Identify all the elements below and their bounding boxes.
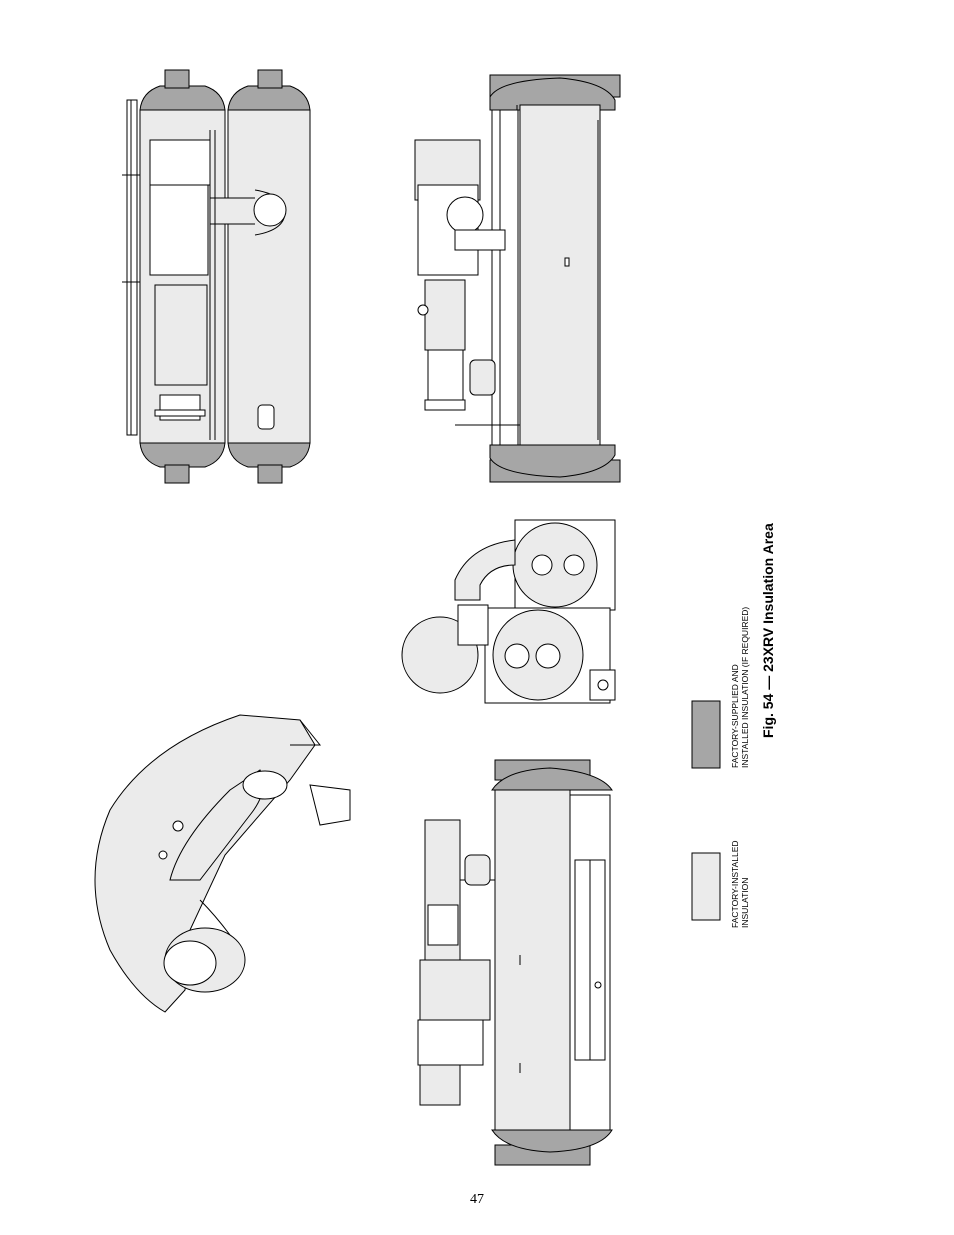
side-upper-shell [519, 104, 601, 446]
plan-view [122, 69, 311, 484]
isometric-view [94, 714, 351, 1013]
legend-label-factory-installed: FACTORY-INSTALLED INSULATION [730, 840, 750, 928]
page-number: 47 [470, 1192, 484, 1207]
figure-caption: Fig. 54 — 23XRV Insulation Area [760, 523, 776, 738]
side-lower-shell [494, 789, 571, 1131]
legend-swatch-factory-supplied [691, 700, 721, 769]
end-view [401, 519, 616, 704]
side-view-lower [417, 759, 613, 1166]
legend-label-factory-supplied: FACTORY-SUPPLIED AND INSTALLED INSULATIO… [730, 606, 750, 768]
side-view-upper [414, 74, 621, 483]
plan-right-shell [227, 109, 311, 444]
legend-swatch-factory-installed [691, 852, 721, 921]
